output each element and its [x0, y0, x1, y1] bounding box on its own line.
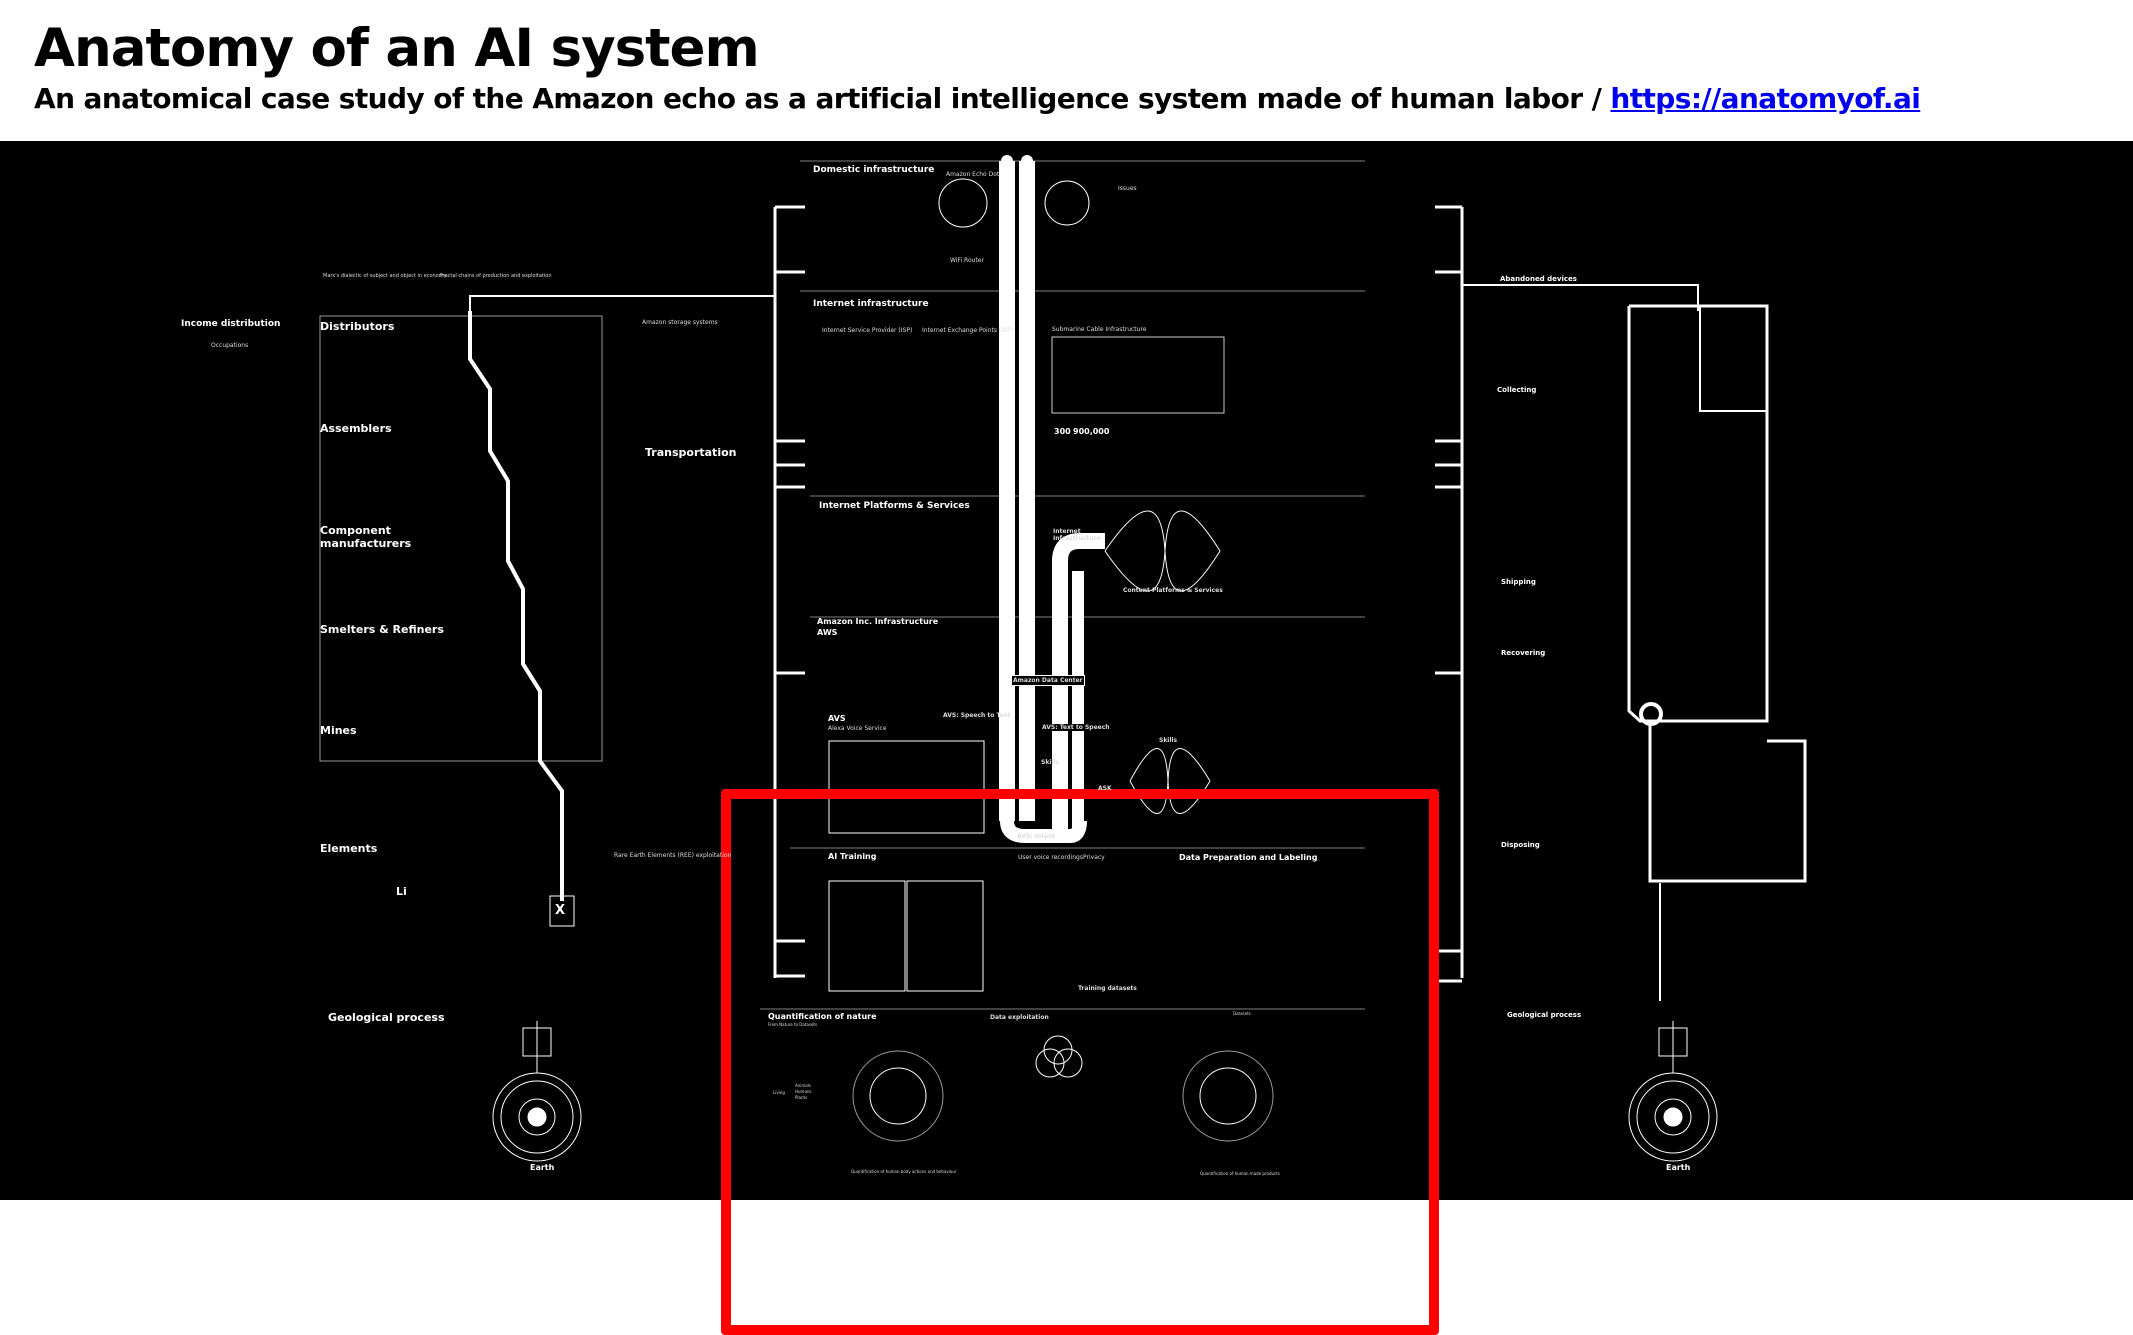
avs-text-to-speech-label: AVS: Text to Speech: [1042, 724, 1110, 731]
component-manufacturers-heading: Component manufacturers: [320, 524, 412, 550]
internet-platforms-heading: Internet Platforms & Services: [819, 501, 970, 511]
assemblers-heading: Assemblers: [320, 422, 392, 435]
plants-label: Plants: [795, 1095, 808, 1100]
internet-infrastructure-node: Internet Infrastructure: [1053, 528, 1101, 542]
income-distribution-heading: Income distribution: [181, 319, 281, 329]
humans-label: Humans: [795, 1089, 812, 1094]
elements-heading: Elements: [320, 842, 378, 855]
slide-header: Anatomy of an AI system An anatomical ca…: [0, 0, 2133, 141]
avs-full-label: Alexa Voice Service: [828, 725, 887, 732]
anatomy-poster: Income distribution Occupations Marx's d…: [0, 141, 2133, 1335]
animals-label: Animals: [795, 1083, 811, 1088]
aws-heading: AWS: [817, 628, 838, 637]
privacy-label: Privacy: [1083, 854, 1105, 861]
data-preparation-heading: Data Preparation and Labeling: [1179, 853, 1318, 862]
ree-label: Rare Earth Elements (REE) exploitation: [614, 852, 732, 859]
ixp-label: Internet Exchange Points (IXP): [922, 327, 1014, 334]
quantification-subtitle: From Nature to Datasets: [768, 1022, 818, 1027]
shipping-heading: Shipping: [1501, 578, 1536, 586]
recovering-heading: Recovering: [1501, 649, 1546, 657]
avs-intent-label: AVS: Intent: [1017, 833, 1056, 840]
internet-infrastructure-heading: Internet infrastructure: [813, 299, 929, 309]
slide-subtitle: An anatomical case study of the Amazon e…: [34, 82, 1921, 115]
domestic-infrastructure-heading: Domestic infrastructure: [813, 165, 935, 175]
quantification-of-nature-heading: Quantification of nature: [768, 1012, 877, 1021]
quantification-made-caption: Quantification of human made products: [1200, 1171, 1280, 1176]
marx-caption: Marx's dialectic of subject and object i…: [323, 273, 447, 279]
avs-speech-to-text-label: AVS: Speech to Text: [943, 712, 1011, 719]
content-platforms-label: Content Platforms & Services: [1123, 587, 1223, 594]
geological-process-heading-right: Geological process: [1507, 1011, 1582, 1019]
element-lithium: Li: [396, 885, 407, 898]
user-voice-recordings-label: User voice recordings: [1018, 854, 1083, 861]
stat-900000: 900,000: [1073, 427, 1110, 436]
disposing-heading: Disposing: [1501, 841, 1540, 849]
earth-label-right: Earth: [1666, 1163, 1691, 1172]
element-x: X: [555, 903, 566, 918]
collecting-heading: Collecting: [1497, 386, 1537, 394]
occupations-label: Occupations: [211, 342, 249, 349]
mines-heading: Mines: [320, 724, 357, 737]
amazon-storage-label: Amazon storage systems: [642, 319, 718, 326]
issues-label: Issues: [1118, 185, 1137, 192]
abandoned-devices-heading: Abandoned devices: [1500, 275, 1577, 283]
amazon-data-center-label: Amazon Data Center: [1011, 675, 1085, 686]
isp-label: Internet Service Provider (ISP): [822, 327, 913, 334]
geological-process-heading-left: Geological process: [328, 1011, 445, 1024]
highlight-box-ai-pipeline: [721, 789, 1439, 1335]
skills-label: Skills: [1159, 737, 1178, 744]
earth-label-left: Earth: [530, 1163, 555, 1172]
fractal-caption: Fractal chains of production and exploit…: [440, 273, 552, 279]
quantification-human-caption: Quantification of human body actions and…: [851, 1169, 957, 1174]
avs-heading: AVS: [828, 714, 846, 723]
distributors-heading: Distributors: [320, 320, 395, 333]
wifi-router-label: WiFi Router: [950, 257, 984, 264]
amazon-infrastructure-heading: Amazon Inc. Infrastructure: [817, 617, 939, 626]
poster-diagram-lines: [319, 155, 1807, 1162]
ask-label: ASK: [1098, 785, 1112, 792]
transportation-heading: Transportation: [645, 446, 737, 459]
stat-300: 300: [1054, 427, 1071, 436]
anatomyofai-link[interactable]: https://anatomyof.ai: [1610, 82, 1921, 115]
datasets-label: Datasets: [1233, 1011, 1251, 1016]
data-exploitation-heading: Data exploitation: [990, 1014, 1049, 1021]
ai-training-heading: AI Training: [828, 852, 877, 861]
living-label: Living: [773, 1090, 785, 1095]
training-datasets-label: Training datasets: [1078, 985, 1137, 992]
smelters-heading: Smelters & Refiners: [320, 623, 444, 636]
slide-title: Anatomy of an AI system: [34, 18, 760, 79]
submarine-label: Submarine Cable Infrastructure: [1052, 326, 1147, 333]
skills-label-pipe: Skills: [1041, 759, 1060, 766]
subtitle-text: An anatomical case study of the Amazon e…: [34, 82, 1602, 115]
echo-dot-label: Amazon Echo Dot: [946, 171, 1000, 178]
